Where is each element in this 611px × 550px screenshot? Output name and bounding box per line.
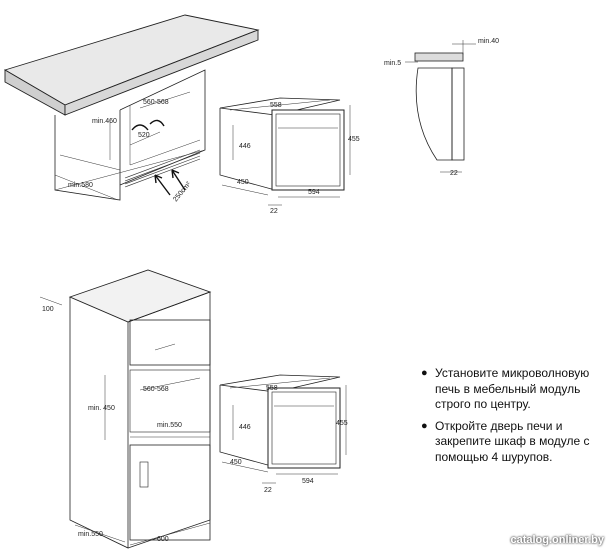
oven-dimensions-drawing-bottom: 558 446 455 450 594 22 [219, 374, 348, 494]
oven-height-inner: 446 [239, 143, 251, 150]
instruction-text: Установите микроволновую печь в мебельны… [435, 366, 590, 411]
side-depth-label: 22 [450, 170, 458, 177]
top-gap-label: 100 [42, 306, 54, 313]
oven2-width-outer: 594 [302, 478, 314, 485]
column-range-label: 560-568 [143, 386, 169, 393]
inner-width-label: 520 [138, 132, 150, 139]
oven-width-outer: 594 [308, 189, 320, 196]
instruction-item: ● Установите микроволновую печь в мебель… [421, 366, 611, 413]
oven2-height-inner: 446 [239, 424, 251, 431]
countertop-installation-drawing: 560-568 min.460 520 min.580 250cm² [3, 14, 260, 203]
side-profile-drawing: min.40 min.5 22 [384, 38, 499, 177]
oven-dimensions-drawing-top: 558 446 455 450 594 22 [219, 97, 360, 215]
bullet-icon: ● [421, 367, 428, 379]
oven2-width-inner: 558 [266, 385, 278, 392]
min-depth-label: min.460 [92, 118, 117, 125]
bullet-icon: ● [421, 419, 428, 432]
column-bottom-min: min.550 [78, 531, 103, 538]
watermark: catalog.onliner.by [510, 534, 604, 546]
oven-door-depth: 22 [270, 208, 278, 215]
min-width-label: min.580 [68, 182, 93, 189]
instruction-item: ● Откройте дверь печи и закрепите шкаф в… [421, 419, 611, 466]
min40-label: min.40 [478, 38, 499, 45]
oven2-door-depth: 22 [264, 487, 272, 494]
oven2-depth: 450 [230, 459, 242, 466]
min5-label: min.5 [384, 60, 401, 67]
vent-area-label: 250cm² [172, 180, 193, 203]
installation-instructions: ● Установите микроволновую печь в мебель… [421, 366, 611, 471]
oven2-height-outer: 455 [336, 420, 348, 427]
oven-depth: 450 [237, 179, 249, 186]
oven-height-outer: 455 [348, 136, 360, 143]
column-min-height: min. 450 [88, 405, 115, 412]
column-cabinet-drawing: 100 560-568 min. 450 min.550 min.550 600 [39, 269, 212, 549]
range-label: 560-568 [143, 99, 169, 106]
instruction-text: Откройте дверь печи и закрепите шкаф в м… [435, 418, 590, 464]
column-min-depth: min.550 [157, 422, 182, 429]
oven-width-inner: 558 [270, 102, 282, 109]
column-width: 600 [157, 536, 169, 543]
